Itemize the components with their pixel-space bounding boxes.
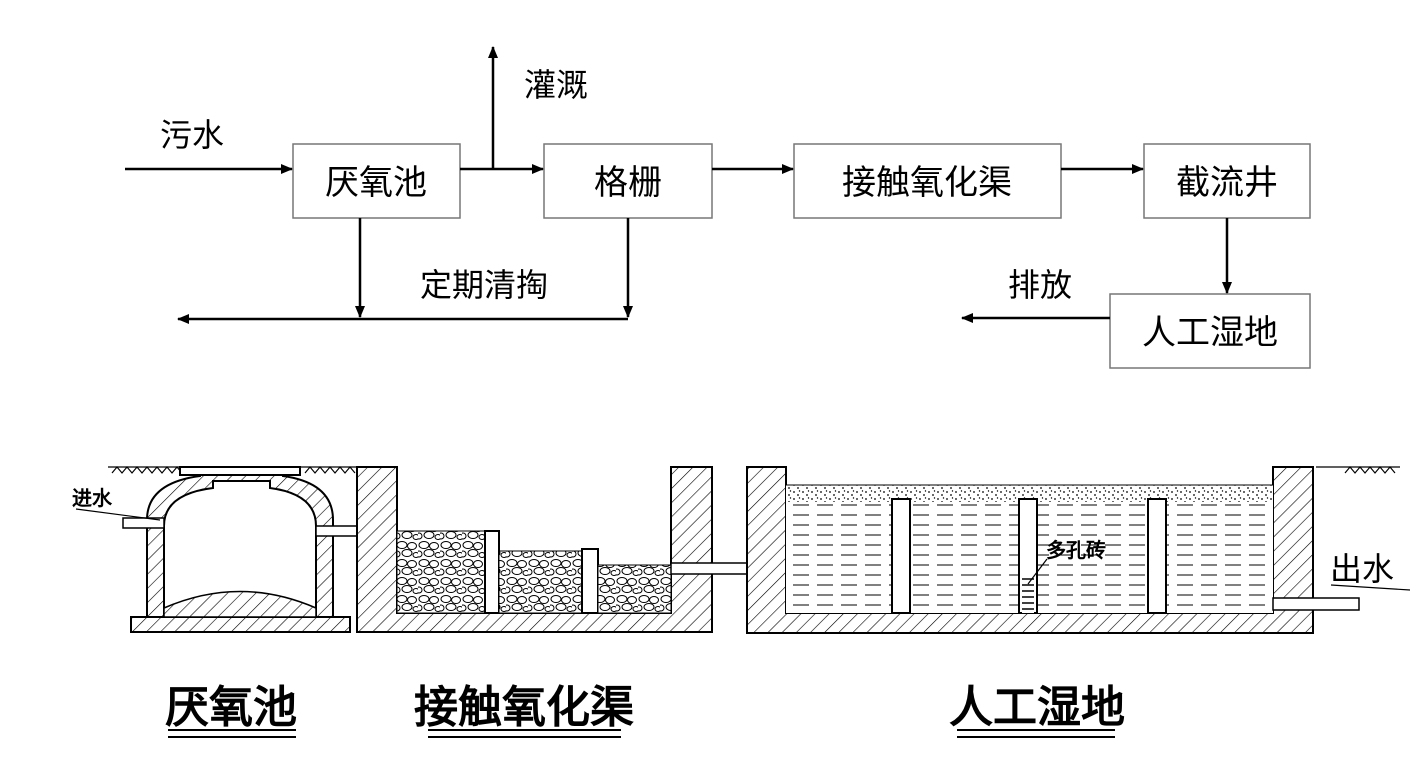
porous-brick-leader [1027, 558, 1048, 585]
contact-oxidation-channel-section [356, 466, 769, 633]
constructed-wetland-section [746, 466, 1360, 634]
anaerobic-tank-box-label: 厌氧池 [325, 163, 427, 203]
periodic-cleaning-label: 定期清掏 [420, 266, 548, 304]
section-view: 进水 多孔砖 出水 厌氧池 接触氧化渠 人工湿地 [72, 466, 1411, 738]
sewage-label: 污水 [160, 116, 224, 154]
contact-oxidation-channel-title: 接触氧化渠 [414, 682, 634, 738]
contact-oxidation-channel-title-text: 接触氧化渠 [414, 682, 634, 733]
interception-well-box-label: 截流井 [1176, 163, 1278, 203]
constructed-wetland-box: 人工湿地 [1109, 293, 1311, 369]
porous-brick-label: 多孔砖 [1046, 538, 1106, 562]
contact-oxidation-channel-box-label: 接触氧化渠 [842, 163, 1012, 203]
water-out-leader [1330, 584, 1411, 591]
anaerobic-tank-box: 厌氧池 [292, 143, 461, 219]
constructed-wetland-title-text: 人工湿地 [949, 682, 1125, 733]
irrigation-label: 灌溉 [524, 66, 588, 104]
discharge-label: 排放 [1008, 266, 1072, 304]
constructed-wetland-box-label: 人工湿地 [1142, 313, 1278, 353]
grille-box-label: 格栅 [594, 163, 662, 203]
ground-line [108, 466, 1400, 474]
interception-well-box: 截流井 [1143, 143, 1311, 219]
water-in-label: 进水 [72, 486, 113, 510]
water-out-label: 出水 [1330, 550, 1394, 588]
anaerobic-tank-title-text: 厌氧池 [165, 682, 297, 733]
anaerobic-tank-title: 厌氧池 [165, 682, 297, 738]
flowchart: 厌氧池 格栅 接触氧化渠 截流井 人工湿地 [125, 46, 1311, 369]
anaerobic-tank-section [122, 466, 360, 633]
contact-oxidation-channel-box: 接触氧化渠 [793, 143, 1062, 219]
grille-box: 格栅 [543, 143, 713, 219]
water-in-leader [75, 508, 161, 521]
constructed-wetland-title: 人工湿地 [949, 682, 1125, 738]
